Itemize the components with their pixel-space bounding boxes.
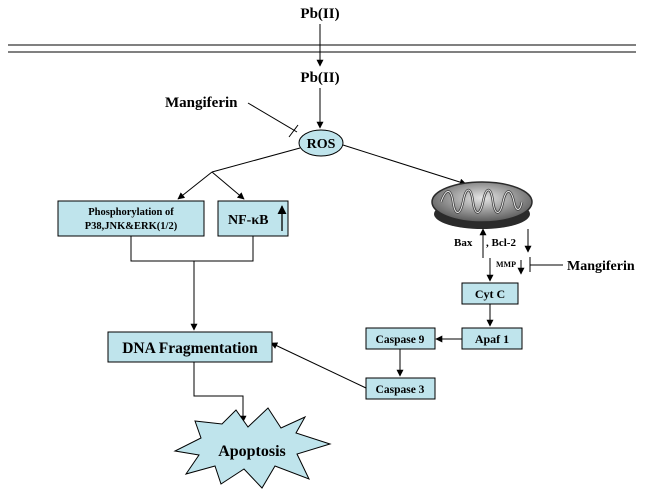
phospho-label-line1: Phosphorylation of [88, 207, 174, 218]
mangiferin-left-label: Mangiferin [165, 95, 238, 111]
casp3-box [365, 377, 436, 400]
phospho-label-line2: P38,JNK&ERK(1/2) [85, 221, 178, 232]
nfkb-label: NF-κB [228, 213, 268, 228]
bax-label: Bax [454, 237, 473, 249]
mmp-label: MMP [496, 260, 516, 269]
starburst-icon [173, 407, 332, 489]
pb-outside-label: Pb(II) [300, 6, 339, 22]
ros-label: ROS [307, 137, 336, 152]
casp3-label: Caspase 3 [376, 384, 425, 396]
branch-to-nfkb-arrow [211, 171, 245, 200]
apoptosis-label: Apoptosis [218, 443, 286, 460]
dna-label: DNA Fragmentation [122, 340, 258, 357]
bcl2-label: , Bcl-2 [486, 237, 516, 249]
pb-inside-label: Pb(II) [300, 70, 339, 86]
nfkb-box [217, 200, 289, 237]
ros-node [298, 129, 344, 157]
dna-box [107, 331, 273, 363]
ros-to-branch-line [211, 147, 301, 173]
merge-bracket [130, 236, 254, 262]
branch-to-phospho-arrow [177, 171, 213, 200]
apaf-label: Apaf 1 [475, 332, 509, 346]
mitochondrion-icon [431, 181, 533, 229]
dna-to-apoptosis-arrow [193, 362, 247, 423]
ros-to-mito-arrow [342, 144, 467, 186]
mangiferin-ros-inhibit-line [247, 102, 298, 133]
casp9-label: Caspase 9 [376, 334, 425, 346]
cytc-label: Cyt C [475, 287, 505, 301]
casp3-to-dna-arrow [270, 342, 367, 389]
mangiferin-ros-inhibit-bar [288, 124, 299, 138]
mangiferin-right-label: Mangiferin [567, 259, 635, 274]
